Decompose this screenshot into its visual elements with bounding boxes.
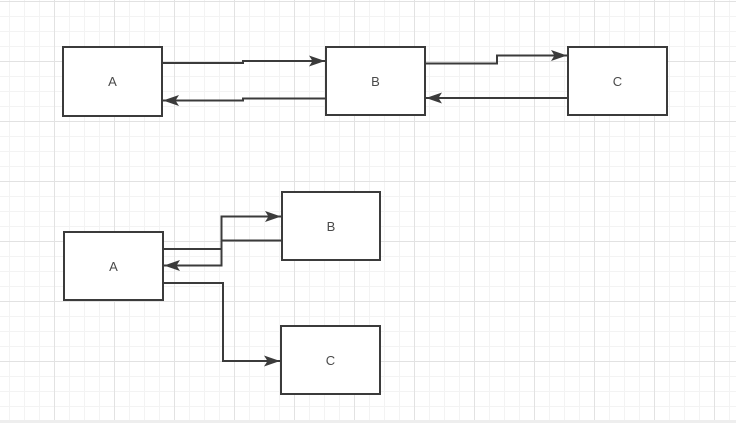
connector-bottom-a-to-bottom-b[interactable] xyxy=(164,211,281,250)
node-top-b-label: B xyxy=(371,73,380,89)
node-top-b[interactable]: B xyxy=(325,46,426,116)
node-bottom-c[interactable]: C xyxy=(280,325,381,395)
connector-top-b-to-top-a[interactable] xyxy=(163,95,325,106)
node-top-c[interactable]: C xyxy=(567,46,668,116)
connector-bottom-a-to-bottom-c[interactable] xyxy=(164,282,280,367)
node-top-a-label: A xyxy=(108,74,117,89)
connector-top-b-to-top-c[interactable] xyxy=(426,50,567,65)
node-bottom-b-label: B xyxy=(326,218,336,234)
canvas-bottom-edge xyxy=(0,420,736,423)
node-bottom-a[interactable]: A xyxy=(63,231,164,301)
node-top-c-label: C xyxy=(612,73,623,89)
connector-bottom-b-to-bottom-a[interactable] xyxy=(164,239,281,271)
node-bottom-b[interactable]: B xyxy=(281,191,381,261)
node-bottom-c-label: C xyxy=(325,352,336,368)
node-top-a[interactable]: A xyxy=(62,46,163,117)
connector-top-a-to-top-b[interactable] xyxy=(163,55,325,67)
node-bottom-a-label: A xyxy=(109,258,118,274)
